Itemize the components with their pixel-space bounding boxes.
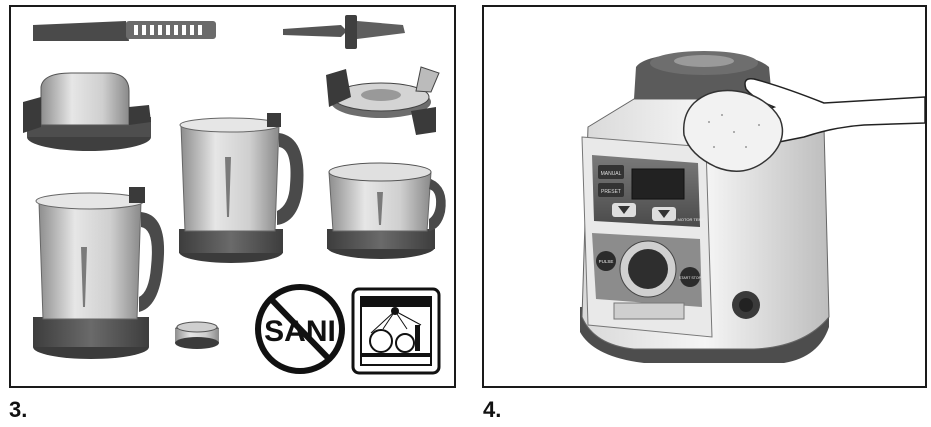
start-stop-button[interactable] <box>680 267 700 287</box>
bowl-part <box>327 162 446 259</box>
step-3-panel: SANI <box>9 5 456 388</box>
speed-dial[interactable] <box>628 249 668 289</box>
manual-button[interactable] <box>598 165 624 179</box>
pulse-button[interactable] <box>596 251 616 271</box>
blender-base-illustration: MANUAL PRESET MOTOR TEMP PULSE START STO… <box>580 51 925 363</box>
hand-with-cloth <box>682 77 925 172</box>
medium-jug-part <box>179 113 304 263</box>
control-panel: MANUAL PRESET MOTOR TEMP PULSE START STO… <box>581 136 713 338</box>
parts-illustration: SANI <box>23 15 446 375</box>
manual-label: MANUAL <box>601 171 622 177</box>
dishwasher-icon <box>351 287 441 375</box>
step-number-3: 3. <box>9 397 28 422</box>
start-stop-label: START STOP <box>679 276 702 280</box>
lid-ring-part <box>326 66 440 135</box>
lid-part <box>23 72 151 151</box>
pulse-label: PULSE <box>599 259 614 264</box>
no-sanitize-icon: SANI <box>255 284 345 374</box>
display-screen <box>631 168 685 200</box>
spatula-part <box>33 21 216 41</box>
motor-temp-label: MOTOR TEMP <box>678 217 705 222</box>
step-4-panel: MANUAL PRESET MOTOR TEMP PULSE START STO… <box>482 5 927 388</box>
tamper-part <box>283 15 405 49</box>
step-number-4: 4. <box>483 397 502 422</box>
cap-part <box>175 321 219 349</box>
preset-label: PRESET <box>601 189 621 195</box>
cleaning-cloth <box>682 89 784 172</box>
large-jug-part <box>33 187 165 359</box>
down-arrow-icon <box>618 206 630 214</box>
down-arrow-icon <box>658 210 670 218</box>
preset-button[interactable] <box>598 183 624 197</box>
